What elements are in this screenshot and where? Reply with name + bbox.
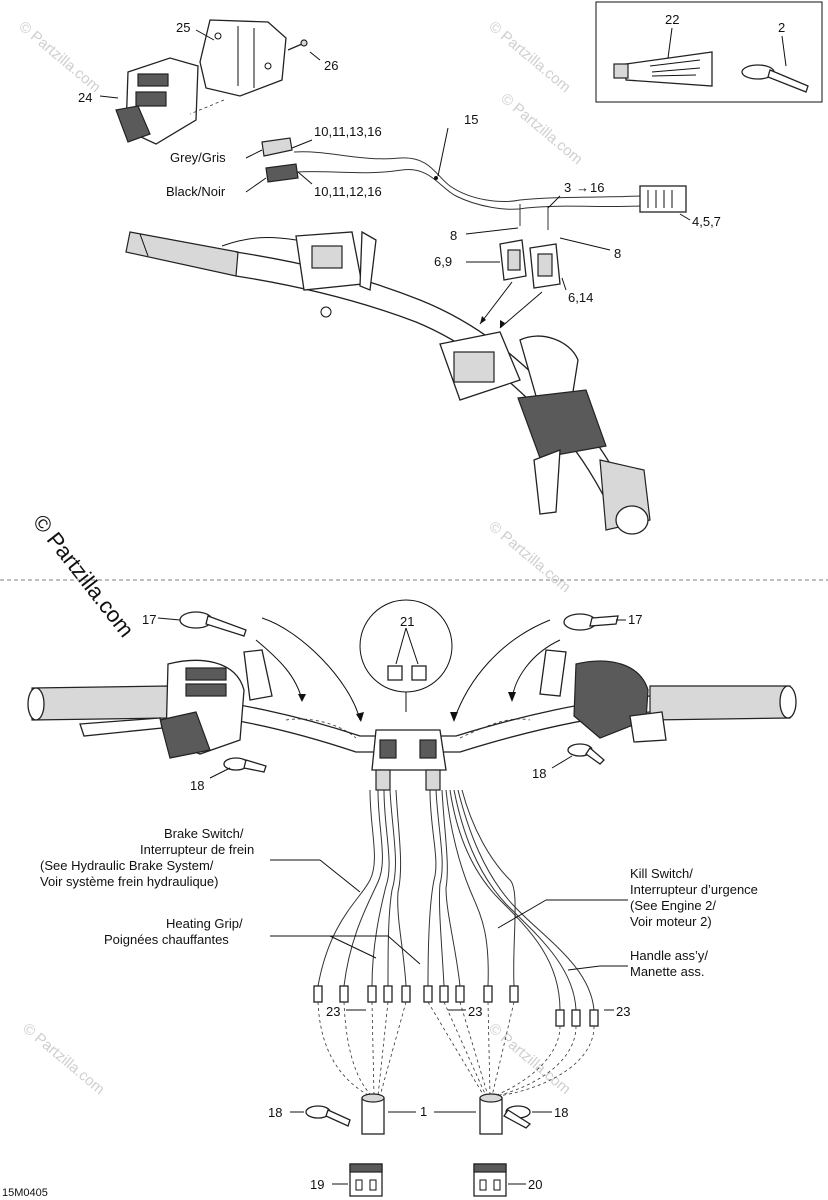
callout-3-16-end: 16 <box>590 180 604 195</box>
connector-6-9-part <box>499 239 527 281</box>
detail-circle-21 <box>359 599 453 712</box>
note-handle-2: Manette ass. <box>630 964 704 979</box>
callout-6-14: 6,14 <box>568 290 593 305</box>
note-kill-1: Kill Switch/ <box>630 866 693 881</box>
inset-box: 22 2 <box>595 1 823 103</box>
cable-tie-17-left <box>179 611 247 637</box>
connector-6-14-part <box>529 243 561 289</box>
callout-15: 15 <box>464 112 478 127</box>
callout-21: 21 <box>400 614 414 629</box>
sleeve-right-part <box>479 1093 503 1135</box>
connector-grey-part <box>261 137 293 157</box>
watermark-text: © Partzilla.com <box>497 90 585 168</box>
cable-tie-18-bottom-right <box>503 1105 532 1129</box>
callout-23a: 23 <box>326 1004 340 1019</box>
cable-tie-18-bottom-left <box>305 1105 351 1127</box>
arrow-glyph: → <box>576 180 589 195</box>
callout-20: 20 <box>528 1177 542 1192</box>
callout-18d: 18 <box>554 1105 568 1120</box>
note-kill-3: (See Engine 2/ <box>630 898 716 913</box>
callout-26: 26 <box>324 58 338 73</box>
note-brake-1: Brake Switch/ <box>164 826 244 841</box>
callout-8b: 8 <box>614 246 621 261</box>
callout-23c: 23 <box>616 1004 630 1019</box>
note-brake-3: (See Hydraulic Brake System/ <box>40 858 214 873</box>
switch-housing-part <box>115 57 199 145</box>
callout-6-9: 6,9 <box>434 254 452 269</box>
watermark-text: © Partzilla.com <box>485 518 573 596</box>
callout-18a: 18 <box>190 778 204 793</box>
inset-frame <box>595 1 823 103</box>
handlebar-upper-part <box>125 230 651 535</box>
callout-10-11-12-16: 10,11,12,16 <box>314 184 382 199</box>
callout-17a: 17 <box>142 612 156 627</box>
screw-part <box>287 39 308 51</box>
watermark-text: © Partzilla.com <box>19 1020 107 1098</box>
callout-18c: 18 <box>268 1105 282 1120</box>
callout-10-11-13-16: 10,11,13,16 <box>314 124 382 139</box>
note-brake-2: Interrupteur de frein <box>140 842 254 857</box>
callout-8a: 8 <box>450 228 457 243</box>
handlebar-lower-part <box>27 649 797 791</box>
diagram-code: 15M0405 <box>2 1187 48 1199</box>
callout-19: 19 <box>310 1177 324 1192</box>
callout-3-16: 3 <box>564 180 571 195</box>
callout-23b: 23 <box>468 1004 482 1019</box>
callout-1: 1 <box>420 1104 427 1119</box>
wire-label-black: Black/Noir <box>166 184 226 199</box>
wire-label-grey: Grey/Gris <box>170 150 226 165</box>
callout-17b: 17 <box>628 612 642 627</box>
leader <box>189 99 225 115</box>
cable-tie-18-left <box>223 757 267 773</box>
note-brake-4: Voir système frein hydraulique) <box>40 874 218 889</box>
watermark-text: © Partzilla.com <box>485 1020 573 1098</box>
note-kill-2: Interrupteur d’urgence <box>630 882 758 897</box>
sleeve-left-part <box>361 1093 385 1135</box>
note-heat-2: Poignées chauffantes <box>104 932 229 947</box>
dashed-leaders <box>317 1001 595 1097</box>
wiring-harness-part <box>293 151 687 230</box>
callout-25: 25 <box>176 20 190 35</box>
grease-tube-part <box>613 51 713 87</box>
callout-4-5-7: 4,5,7 <box>692 214 721 229</box>
connector-black-part <box>265 163 299 183</box>
cable-tie-18-right <box>567 743 605 765</box>
note-kill-4: Voir moteur 2) <box>630 914 712 929</box>
note-heat-1: Heating Grip/ <box>166 916 243 931</box>
connector-20-part <box>473 1163 507 1197</box>
callout-24: 24 <box>78 90 92 105</box>
connector-19-part <box>349 1163 383 1197</box>
note-handle-1: Handle ass’y/ <box>630 948 708 963</box>
callout-18b: 18 <box>532 766 546 781</box>
callout-2: 2 <box>778 20 785 35</box>
switch-cover-part <box>199 19 287 97</box>
cable-tie-17-right <box>563 613 619 631</box>
terminal-pins <box>313 985 599 1027</box>
cable-tie-part <box>741 64 809 93</box>
watermark-main: © Partzilla.com <box>28 510 139 642</box>
watermark-text: © Partzilla.com <box>485 18 573 96</box>
wire-bundles <box>317 789 595 1011</box>
callout-22: 22 <box>665 12 679 27</box>
watermark-text: © Partzilla.com <box>15 18 103 96</box>
